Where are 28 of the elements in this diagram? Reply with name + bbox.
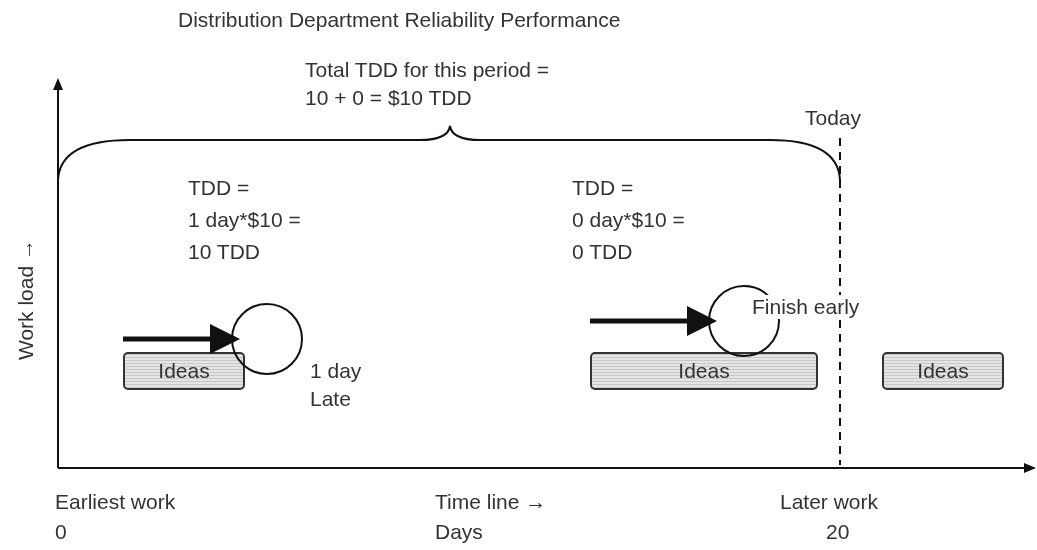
calculation-text: TDD = (572, 176, 634, 200)
axis-title: Time line → (435, 490, 547, 514)
axis-label: 20 (826, 520, 850, 544)
highlight-circle (231, 303, 303, 375)
annotation-text: 1 day Late (310, 358, 363, 412)
calculation-text: TDD = (188, 176, 250, 200)
calculation-text: 0 day*$10 = (572, 208, 685, 232)
arrow (123, 324, 240, 354)
annotation-text: Finish early (752, 295, 860, 319)
calculation-text: 10 TDD (188, 240, 260, 264)
task-label: Ideas (158, 359, 210, 383)
task-label: Ideas (917, 359, 969, 383)
diagram-title: Distribution Department Reliability Performance (178, 8, 621, 32)
task-bar (590, 352, 818, 390)
total-note: Total TDD for this period = (305, 58, 550, 82)
calculation-text: 0 TDD (572, 240, 633, 264)
today-label: Today (805, 106, 862, 130)
calculation-text: 1 day*$10 = (188, 208, 301, 232)
axis-title: Work load → (14, 239, 38, 360)
task-label: Ideas (678, 359, 730, 383)
task-bar (882, 352, 1004, 390)
axis-label: Later work (780, 490, 879, 514)
axis-label: 0 (55, 520, 67, 544)
total-note: 10 + 0 = $10 TDD (305, 86, 472, 110)
arrow (590, 306, 717, 336)
axis-label: Days (435, 520, 483, 544)
task-bar (123, 352, 245, 390)
axis-label: Earliest work (55, 490, 176, 514)
